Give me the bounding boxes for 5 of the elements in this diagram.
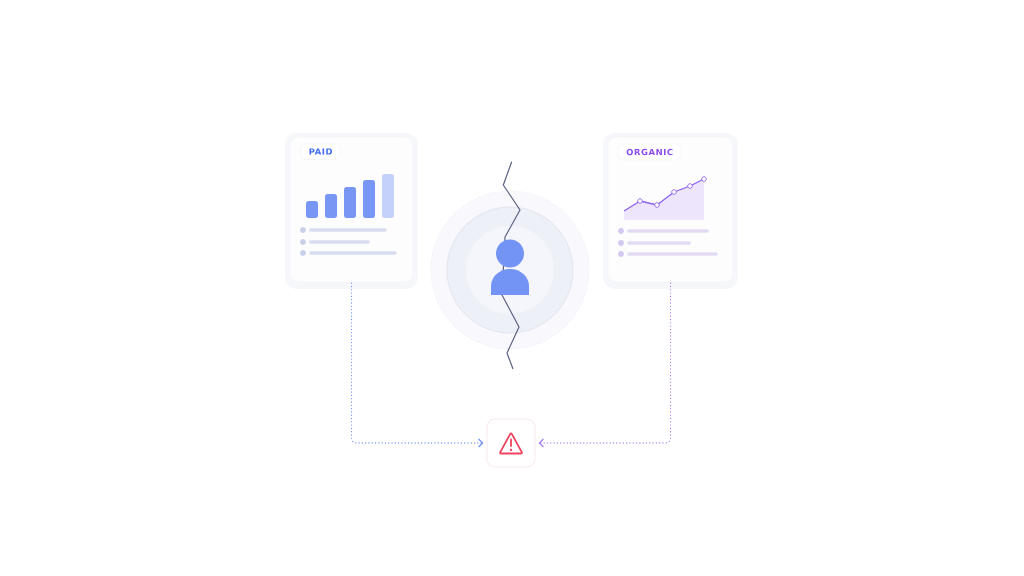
arrow <box>538 282 672 448</box>
tag: PAID <box>300 143 341 160</box>
arrow <box>350 282 484 448</box>
tag: ORGANIC <box>618 143 682 161</box>
alert-box <box>486 418 536 468</box>
